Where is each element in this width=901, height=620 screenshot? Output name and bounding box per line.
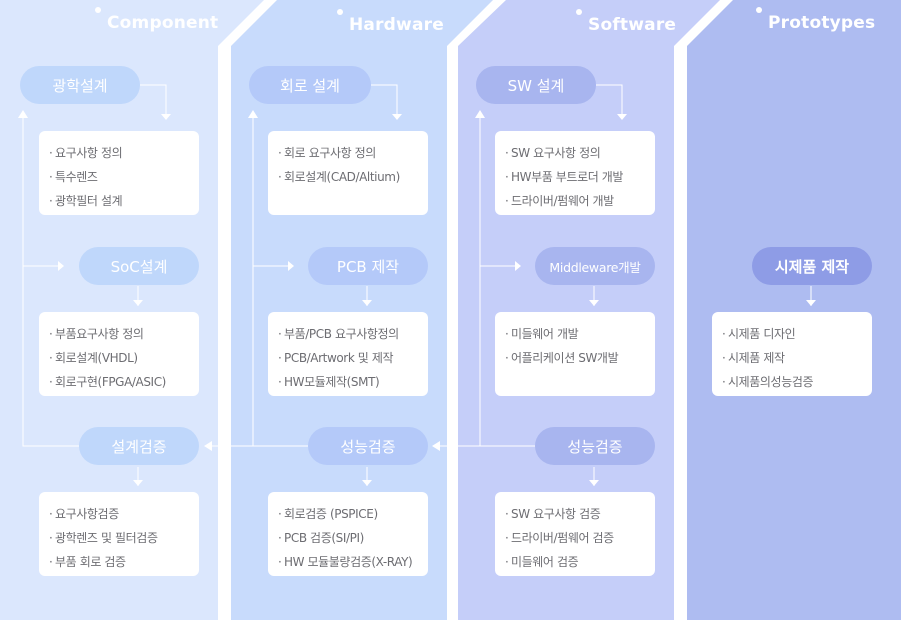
list-item: 시제품 디자인: [712, 322, 872, 346]
step-pcb-fabrication: PCB 제작: [308, 247, 428, 285]
list-item: 부품요구사항 정의: [39, 322, 199, 346]
list-item: 미들웨어 개발: [495, 322, 655, 346]
step-prototype-fabrication: 시제품 제작: [752, 247, 872, 285]
column-title-prototypes: Prototypes: [756, 7, 875, 33]
title-dot: [576, 9, 582, 15]
step-circuit-design: 회로 설계: [249, 66, 371, 104]
list-item: 특수렌즈: [39, 165, 199, 189]
step-sw-design: SW 설계: [476, 66, 596, 104]
list-item: SW 요구사항 정의: [495, 141, 655, 165]
title-dot: [95, 7, 101, 13]
connector-arrowheads: [18, 110, 816, 486]
step-detail-box: 부품요구사항 정의 회로설계(VHDL) 회로구현(FPGA/ASIC): [39, 312, 199, 396]
list-item: 미들웨어 검증: [495, 550, 655, 574]
step-detail-box: 부품/PCB 요구사항정의 PCB/Artwork 및 제작 HW모듈제작(SM…: [268, 312, 428, 396]
list-item: PCB 검증(SI/PI): [268, 526, 428, 550]
list-item: 회로구현(FPGA/ASIC): [39, 370, 199, 394]
list-item: PCB/Artwork 및 제작: [268, 346, 428, 370]
step-detail-box: 요구사항검증 광학렌즈 및 필터검증 부품 회로 검증: [39, 492, 199, 576]
column-title-software: Software: [576, 9, 676, 35]
list-item: HW모듈제작(SMT): [268, 370, 428, 394]
list-item: 회로 요구사항 정의: [268, 141, 428, 165]
step-optical-design: 광학설계: [20, 66, 140, 104]
step-detail-box: SW 요구사항 정의 HW부품 부트로더 개발 드라이버/펌웨어 개발: [495, 131, 655, 215]
step-detail-box: 회로검증 (PSPICE) PCB 검증(SI/PI) HW 모듈불량검증(X-…: [268, 492, 428, 576]
list-item: 부품 회로 검증: [39, 550, 199, 574]
list-item: 드라이버/펌웨어 개발: [495, 189, 655, 213]
list-item: 광학렌즈 및 필터검증: [39, 526, 199, 550]
list-item: SW 요구사항 검증: [495, 502, 655, 526]
step-detail-box: SW 요구사항 검증 드라이버/펌웨어 검증 미들웨어 검증: [495, 492, 655, 576]
step-detail-box: 요구사항 정의 특수렌즈 광학필터 설계: [39, 131, 199, 215]
list-item: 드라이버/펌웨어 검증: [495, 526, 655, 550]
list-item: 시제품 제작: [712, 346, 872, 370]
list-item: 시제품의성능검증: [712, 370, 872, 394]
list-item: HW 모듈불량검증(X-RAY): [268, 550, 428, 574]
step-soc-design: SoC설계: [79, 247, 199, 285]
column-title-component: Component: [95, 7, 218, 33]
list-item: 회로검증 (PSPICE): [268, 502, 428, 526]
list-item: 어플리케이션 SW개발: [495, 346, 655, 370]
step-design-verification: 설계검증: [79, 427, 199, 465]
list-item: 회로설계(CAD/Altium): [268, 165, 428, 189]
list-item: 회로설계(VHDL): [39, 346, 199, 370]
step-middleware-development: Middleware개발: [535, 247, 655, 285]
title-dot: [337, 9, 343, 15]
list-item: 부품/PCB 요구사항정의: [268, 322, 428, 346]
step-detail-box: 회로 요구사항 정의 회로설계(CAD/Altium): [268, 131, 428, 215]
step-hw-performance-verification: 성능검증: [308, 427, 428, 465]
title-dot: [756, 7, 762, 13]
list-item: 요구사항검증: [39, 502, 199, 526]
step-detail-box: 시제품 디자인 시제품 제작 시제품의성능검증: [712, 312, 872, 396]
column-title-hardware: Hardware: [337, 9, 444, 35]
list-item: 광학필터 설계: [39, 189, 199, 213]
list-item: 요구사항 정의: [39, 141, 199, 165]
band-prototypes: [687, 0, 901, 620]
step-detail-box: 미들웨어 개발 어플리케이션 SW개발: [495, 312, 655, 396]
list-item: HW부품 부트로더 개발: [495, 165, 655, 189]
step-sw-performance-verification: 성능검증: [535, 427, 655, 465]
